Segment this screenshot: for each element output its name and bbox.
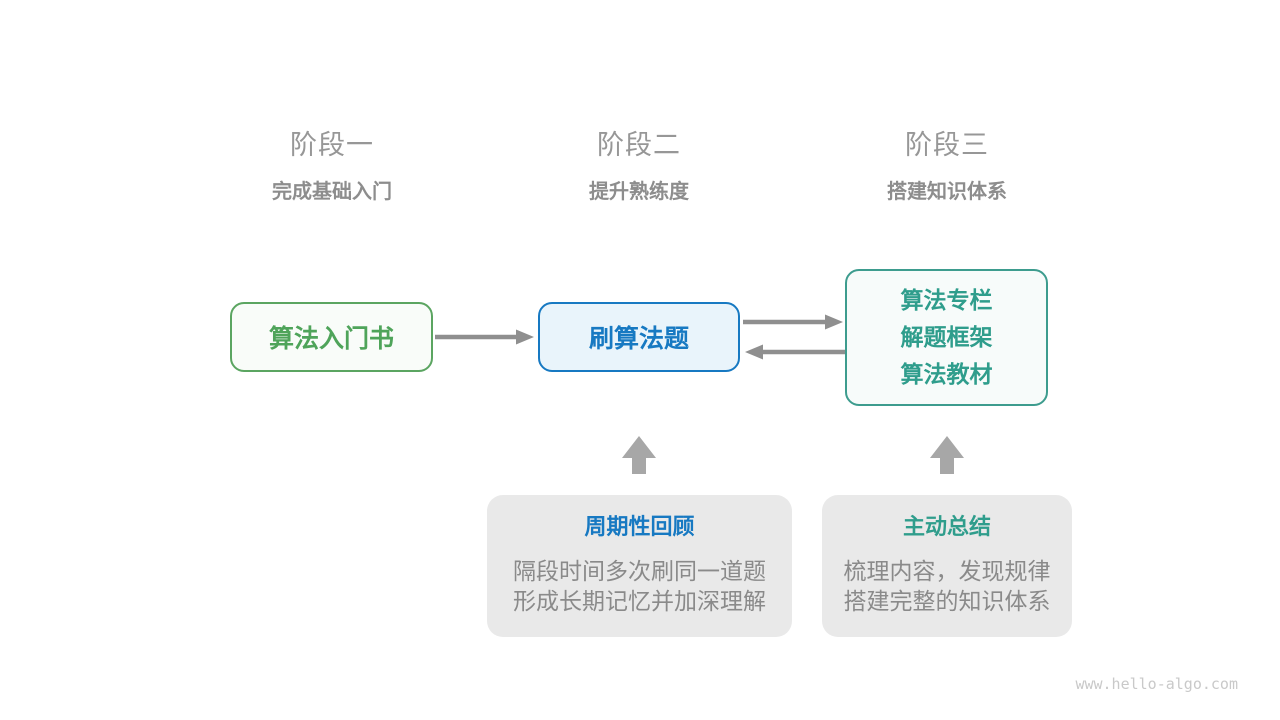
phase-header-1: 阶段一 完成基础入门 [172, 128, 492, 206]
node-intro-book-label: 算法入门书 [268, 325, 394, 353]
arrow-intro-to-practice [435, 329, 534, 345]
watermark-url: www.hello-algo.com [1075, 675, 1238, 693]
phase-1-label: 阶段一 [290, 130, 374, 160]
note-active-summary: 主动总结 梳理内容，发现规律 搭建完整的知识体系 [822, 495, 1072, 637]
node-intro-book: 算法入门书 [230, 302, 433, 372]
note-active-summary-line-1: 梳理内容，发现规律 [843, 558, 1051, 584]
node-practice: 刷算法题 [538, 302, 740, 372]
node-resources-line-2: 解题框架 [900, 324, 993, 350]
node-practice-label: 刷算法题 [588, 325, 689, 353]
node-resources-line-1: 算法专栏 [900, 287, 993, 313]
phase-3-subtitle: 搭建知识体系 [887, 181, 1007, 203]
phase-3-label: 阶段三 [905, 130, 989, 160]
phase-header-3: 阶段三 搭建知识体系 [787, 128, 1107, 206]
phase-header-2: 阶段二 提升熟练度 [479, 128, 799, 206]
note-periodic-review: 周期性回顾 隔段时间多次刷同一道题 形成长期记忆并加深理解 [487, 495, 792, 637]
block-arrow-up-summary [930, 436, 964, 474]
note-periodic-review-line-1: 隔段时间多次刷同一道题 [513, 558, 766, 584]
arrow-resources-to-practice [745, 344, 845, 360]
block-arrow-up-review [622, 436, 656, 474]
note-periodic-review-title: 周期性回顾 [584, 514, 695, 539]
arrow-practice-to-resources [743, 314, 843, 330]
note-periodic-review-line-2: 形成长期记忆并加深理解 [513, 588, 766, 614]
node-resources: 算法专栏 解题框架 算法教材 [845, 269, 1048, 406]
phase-2-subtitle: 提升熟练度 [589, 181, 689, 203]
phase-1-subtitle: 完成基础入门 [272, 181, 392, 203]
note-active-summary-line-2: 搭建完整的知识体系 [843, 588, 1051, 614]
node-resources-line-3: 算法教材 [900, 361, 993, 387]
phase-2-label: 阶段二 [597, 130, 681, 160]
note-active-summary-title: 主动总结 [902, 514, 991, 539]
